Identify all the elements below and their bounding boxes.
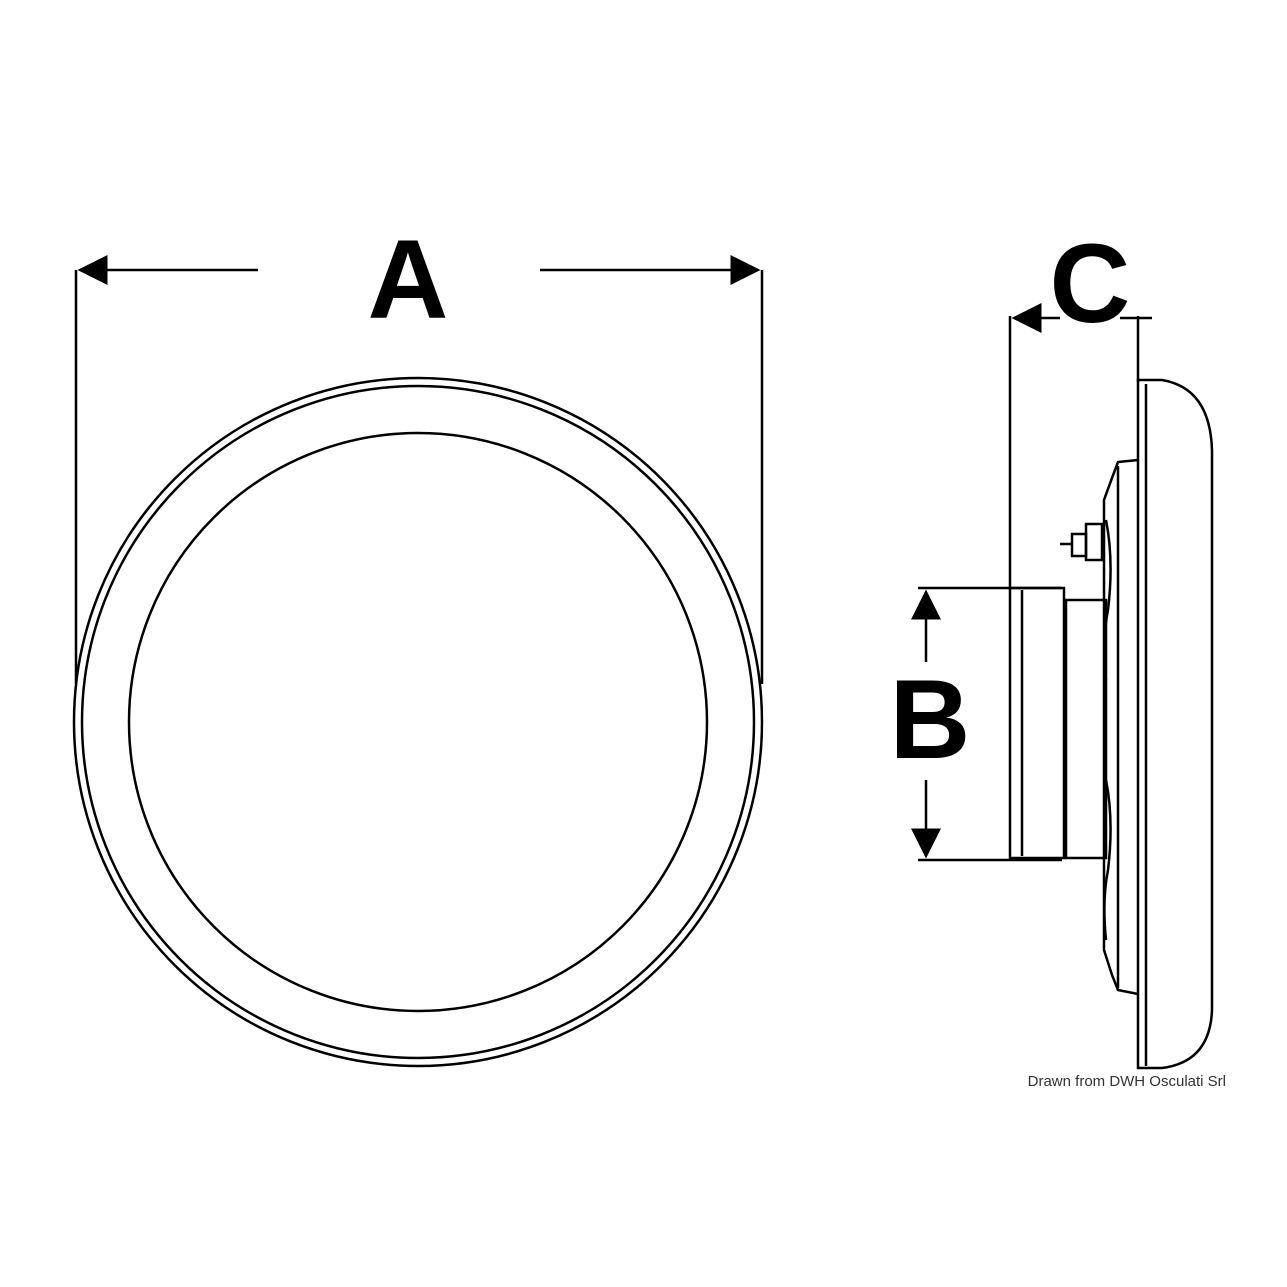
- front-rim-inner-edge: [80, 384, 756, 1060]
- side-neck: [1064, 598, 1108, 860]
- side-view: [1008, 378, 1214, 1070]
- side-bezel: [1136, 378, 1214, 1070]
- front-view: [72, 376, 764, 1068]
- front-outer-rim: [72, 376, 764, 1068]
- dimension-b: [911, 586, 1062, 862]
- drawing-credit: Drawn from DWH Osculati Srl: [1028, 1073, 1226, 1090]
- dimension-c: [1008, 303, 1152, 590]
- side-rear-housing: [1008, 586, 1066, 860]
- dimension-c-label: C: [1050, 221, 1131, 346]
- dimension-a: [74, 255, 764, 684]
- dimension-a-label: A: [368, 217, 449, 342]
- front-lens: [127, 431, 709, 1013]
- dimension-b-label: B: [890, 657, 971, 782]
- side-terminal-connector: [1060, 522, 1104, 562]
- side-internal-detail-top: [1103, 519, 1112, 681]
- side-internal-detail-bottom: [1103, 779, 1112, 941]
